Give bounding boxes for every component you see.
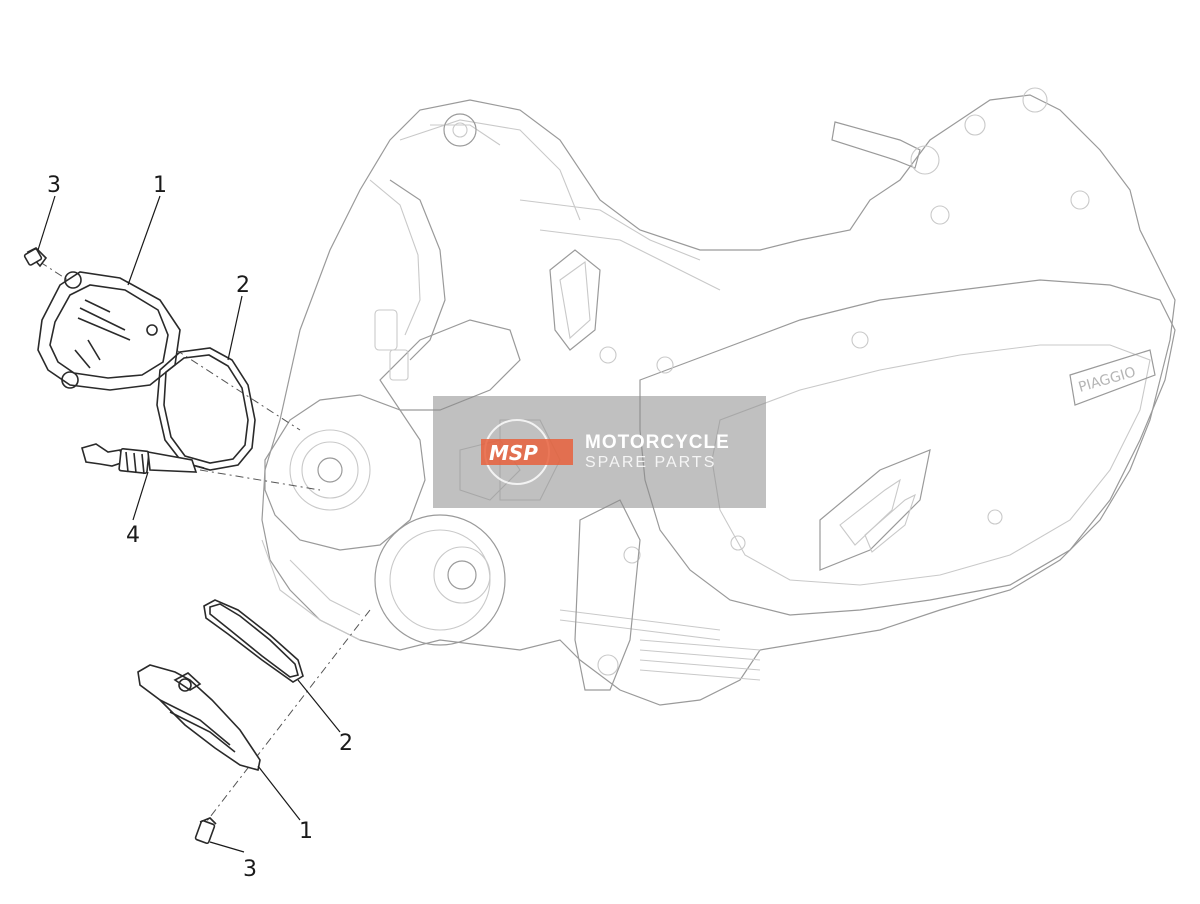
leader-lines	[37, 195, 341, 853]
watermark-line1: MOTORCYCLE	[585, 432, 730, 453]
callout-2-bottom: 2	[339, 731, 353, 756]
callout-1-top: 1	[153, 173, 167, 198]
timing-cover-gasket	[203, 599, 304, 683]
callout-1-bottom: 1	[299, 819, 313, 844]
callout-labels: 3 1 2 4 2 1 3	[47, 173, 353, 882]
engine-brand-badge: PIAGGIO	[1077, 364, 1138, 396]
callout-4: 4	[126, 523, 140, 548]
watermark-banner: MSP MOTORCYCLE SPARE PARTS	[433, 396, 766, 508]
watermark-logo-text: MSP	[489, 441, 538, 465]
spark-plug	[81, 443, 205, 475]
cylinder-head-gasket-top	[156, 347, 256, 471]
watermark-logo: MSP	[475, 417, 575, 487]
watermark-line2: SPARE PARTS	[585, 454, 717, 471]
screw-bottom	[194, 817, 217, 845]
callout-2-top: 2	[236, 273, 250, 298]
alignment-lines	[39, 261, 371, 831]
callout-3-top: 3	[47, 173, 61, 198]
cylinder-head-cover-top	[37, 271, 181, 391]
watermark-text: MOTORCYCLE SPARE PARTS	[585, 432, 730, 472]
screw-top	[23, 247, 48, 268]
timing-cover	[137, 664, 261, 772]
callout-3-bottom: 3	[243, 857, 257, 882]
